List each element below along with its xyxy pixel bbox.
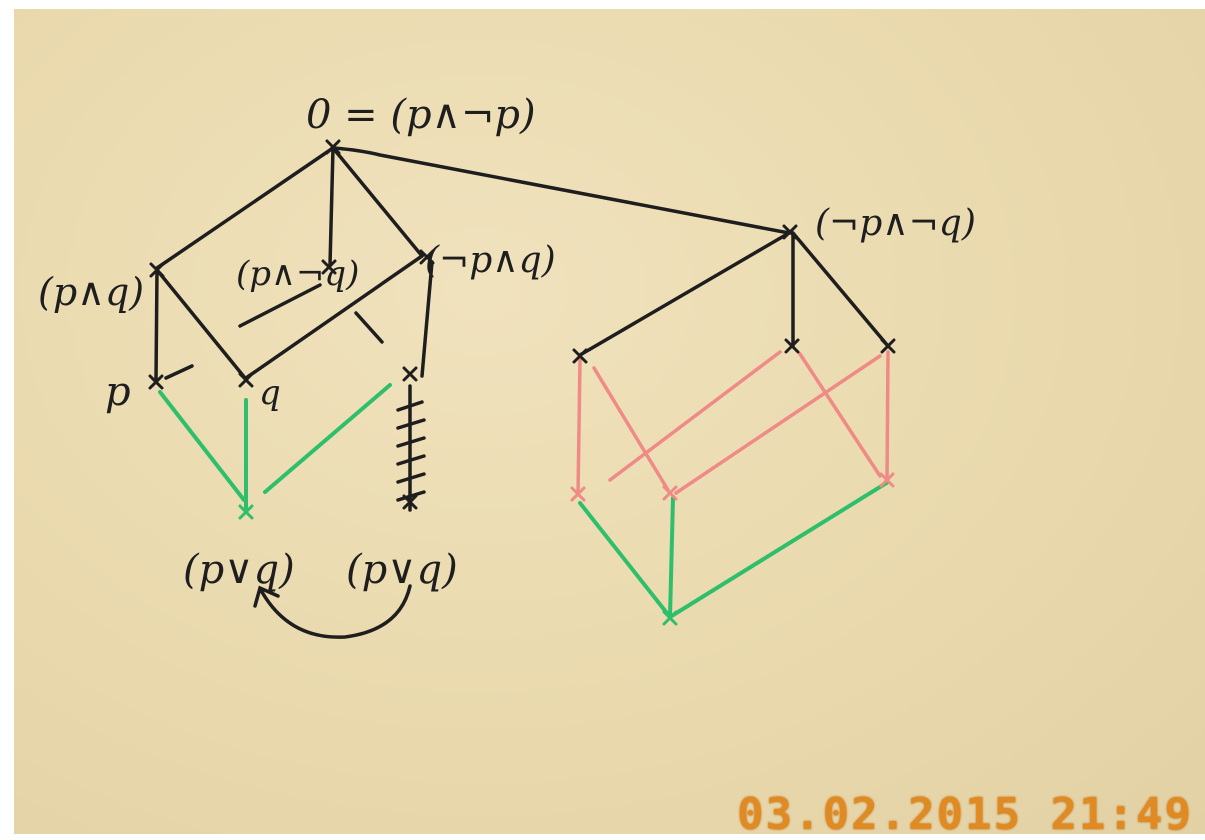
node-right-bottom: [662, 610, 678, 626]
node-porq-right: [402, 494, 418, 510]
nodes: [148, 139, 896, 510]
edge-pandq-to-p: [154, 268, 159, 382]
node-notpandnotq: [782, 224, 798, 240]
edge-top-to-pandnotq: [328, 146, 335, 267]
edge-r-to-porq-green: [263, 383, 392, 494]
label-porq-left: (p∨q): [183, 547, 295, 593]
node-right-e: [662, 485, 678, 501]
edge-top-to-pandq: [155, 146, 335, 270]
hatch-6: [396, 490, 426, 502]
edge-b-to-f: [798, 352, 882, 478]
node-q: [238, 372, 254, 388]
label-notpandnotq: (¬p∧¬q): [815, 203, 976, 244]
edge-right-a-to-bottom: [578, 501, 672, 619]
edge-top-to-notpandnotq: [331, 146, 791, 235]
edge-p-to-porq: [158, 390, 246, 502]
label-p: p: [105, 369, 131, 415]
photo-border-top: [0, 0, 1205, 9]
edge-pandnotq-to-p-upper: [238, 283, 322, 328]
node-right-c: [880, 338, 896, 354]
hatch-1: [396, 400, 424, 412]
label-pandnotq: (p∧¬q): [236, 254, 359, 294]
black-edges: [154, 146, 890, 639]
node-pandnotq: [321, 259, 337, 275]
node-r: [402, 366, 418, 382]
camera-timestamp: 03.02.2015 21:49: [737, 789, 1193, 840]
swap-arrow-curve: [260, 584, 412, 639]
hatch-5: [396, 472, 426, 484]
swap-arrow-head: [253, 585, 280, 608]
node-pandq: [149, 262, 165, 278]
node-right-a: [572, 348, 588, 364]
hatch-4: [396, 454, 426, 466]
edge-right-c-to-bottom: [668, 480, 890, 619]
edge-pandq-to-q: [155, 268, 247, 380]
label-pandq: (p∧q): [38, 270, 144, 314]
node-right-f: [879, 472, 895, 488]
pink-edges: [576, 350, 890, 497]
hatch-2: [396, 418, 426, 430]
edge-notpandq-to-r: [420, 260, 434, 378]
node-p: [148, 374, 164, 390]
edge-a-to-d: [576, 358, 582, 497]
photo-border-left: [0, 0, 14, 834]
label-notpandq: (¬p∧q): [425, 240, 556, 281]
node-right-d: [570, 486, 586, 502]
edge-c-to-e: [674, 354, 882, 495]
edge-top-to-notpandq: [331, 146, 424, 258]
edge-b-to-d: [608, 350, 782, 482]
edge-c-to-f: [885, 350, 890, 482]
pink-nodes: [570, 472, 895, 502]
green-nodes: [238, 504, 678, 626]
label-porq-right: (p∨q): [346, 547, 458, 593]
label-q: q: [259, 373, 281, 413]
node-top: [325, 139, 341, 155]
node-right-b: [784, 338, 800, 354]
edge-notpandq-to-q: [244, 254, 424, 380]
node-notpandq: [419, 249, 435, 265]
edge-right-b-to-bottom: [668, 496, 675, 619]
node-porq-left: [238, 504, 254, 520]
label-top: 0 = (p∧¬p): [306, 92, 536, 138]
hatch-3: [396, 436, 426, 448]
edge-pandnotq-to-p-lower: [164, 364, 194, 380]
green-edges: [158, 383, 890, 619]
edge-nn-to-c: [791, 231, 890, 348]
edge-pandnotq-to-r: [354, 311, 384, 344]
edge-nn-to-a: [578, 231, 791, 357]
edge-a-to-e: [592, 366, 670, 492]
